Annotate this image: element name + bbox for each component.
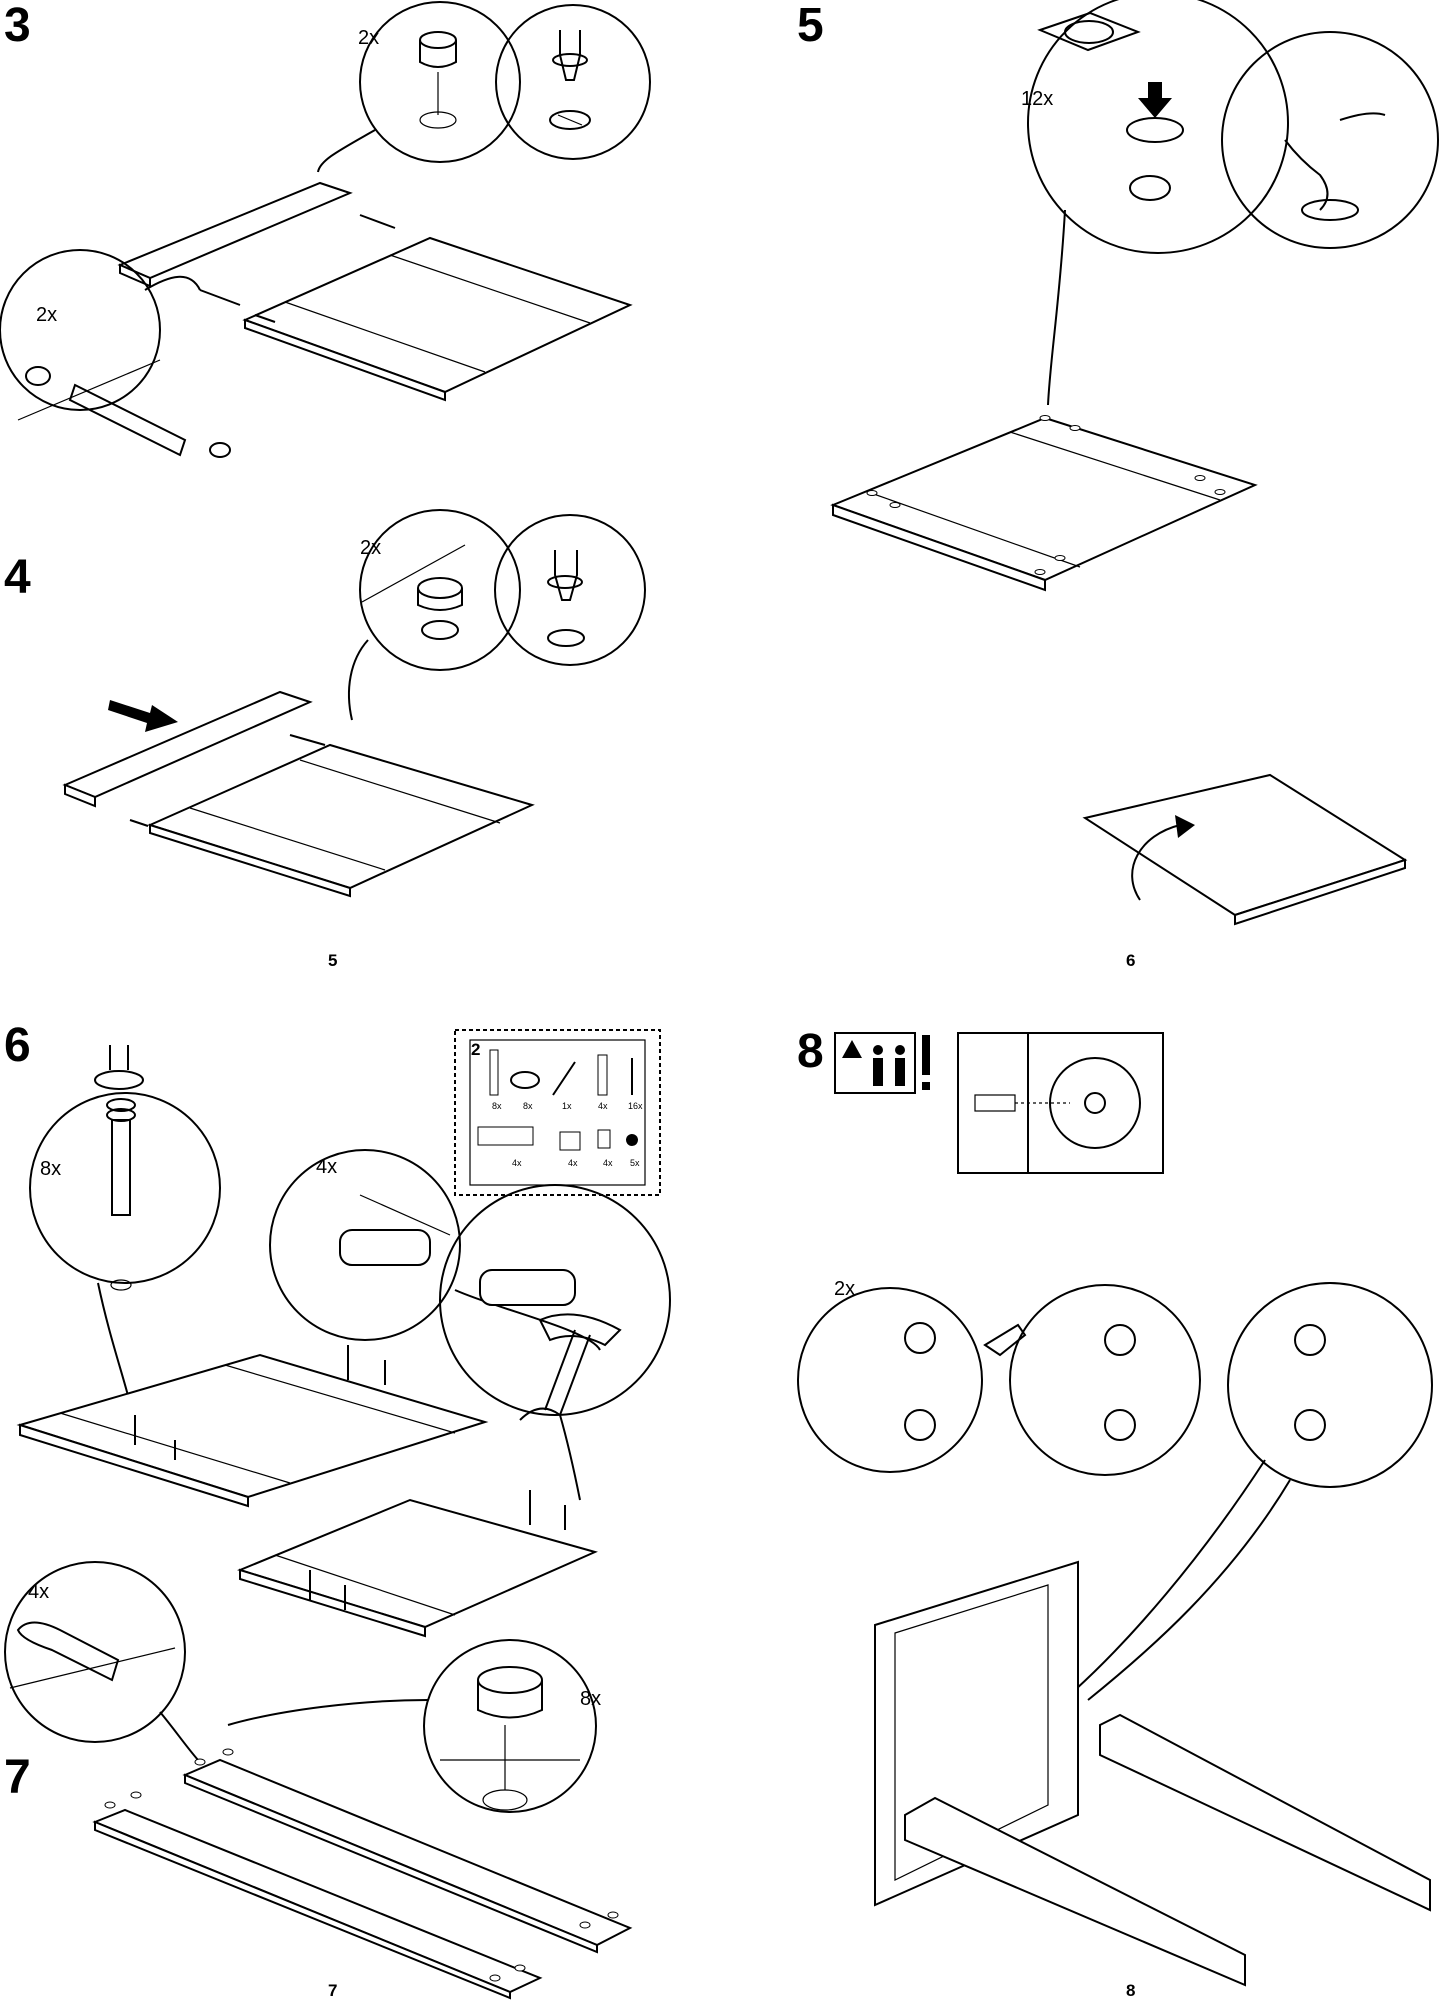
qty-step3-bolt: 2x xyxy=(36,304,58,326)
detail-box xyxy=(957,1032,1164,1174)
parts-kit-label: 2 xyxy=(471,1040,481,1059)
step7-rail-upper xyxy=(182,1758,633,1947)
cam-lock-icon xyxy=(417,577,463,640)
hand-icon xyxy=(1284,112,1386,221)
qty-step6-dowels: 8x xyxy=(40,1158,62,1180)
zoom-circle-bolt-8b xyxy=(1009,1284,1201,1476)
hand-icon xyxy=(983,1323,1027,1357)
step-number-6: 6 xyxy=(4,1019,31,1072)
zoom-circle-camlock-4 xyxy=(359,509,521,671)
pad-sheet xyxy=(1037,11,1141,52)
page-number-5: 5 xyxy=(328,951,338,970)
zoom-circle-bolt-8a xyxy=(797,1287,983,1473)
qty-step8-bolts: 2x xyxy=(834,1278,856,1300)
zoom-circle-bolt xyxy=(0,249,161,411)
step8-illustration xyxy=(797,1032,1433,1987)
kit-count-4: 4x xyxy=(598,1101,608,1111)
step5-flipped-board xyxy=(1082,773,1408,917)
kit-count-3: 1x xyxy=(562,1101,572,1111)
arrow-icon xyxy=(108,700,178,732)
qty-step7-camlocks: 8x xyxy=(580,1688,602,1710)
qty-step3-camlock: 2x xyxy=(358,27,380,49)
step-number-7: 7 xyxy=(4,1751,31,1804)
zoom-circle-finger xyxy=(1221,31,1439,249)
step5-board xyxy=(830,416,1258,582)
step3-side-rail xyxy=(117,181,353,280)
cam-lock-icon xyxy=(904,1322,1326,1441)
kit-count-1: 8x xyxy=(492,1101,502,1111)
step3-panel xyxy=(242,236,633,394)
step7-illustration xyxy=(4,1561,633,2000)
dowel-icon xyxy=(17,359,231,458)
step-number-3: 3 xyxy=(4,0,31,52)
two-person-warning-icon xyxy=(834,1032,916,1094)
zoom-circle-dowel xyxy=(29,1092,221,1284)
step6-bottom-panel xyxy=(237,1498,598,1629)
zoom-circle-screwdriver-4 xyxy=(494,514,646,666)
page-number-7: 7 xyxy=(328,1981,338,2000)
step-number-4: 4 xyxy=(4,551,31,604)
step-number-8: 8 xyxy=(797,1025,824,1078)
step3-illustration xyxy=(0,1,651,458)
kit-count-2: 8x xyxy=(523,1101,533,1111)
step6-top-panel xyxy=(16,1353,489,1499)
step4-panel xyxy=(147,743,535,890)
kit-count-7: 4x xyxy=(568,1158,578,1168)
connector-icon xyxy=(339,1229,431,1266)
step6-illustration xyxy=(16,1029,671,1638)
zoom-circle-screwdriver xyxy=(495,4,651,160)
zoom-circle-camlock xyxy=(359,1,521,163)
screwdriver-icon xyxy=(547,550,585,647)
dowel-icon xyxy=(16,1621,120,1682)
page-number-6: 6 xyxy=(1126,951,1136,970)
cam-lock-icon xyxy=(440,1666,580,1811)
step-number-5: 5 xyxy=(797,0,824,52)
zoom-circle-camlock-7 xyxy=(423,1639,597,1813)
rotate-arrow-icon xyxy=(1131,824,1181,901)
kit-count-9: 5x xyxy=(630,1158,640,1168)
zoom-circle-hammer xyxy=(439,1184,671,1416)
hammer-icon xyxy=(519,1313,622,1501)
step4-illustration xyxy=(62,509,646,898)
step8-rail-left xyxy=(904,1796,1246,1987)
zoom-circle-bolt-8c xyxy=(1227,1282,1433,1488)
page-number-8: 8 xyxy=(1126,1981,1136,2000)
arrow-icon xyxy=(1138,82,1172,118)
step5-illustration xyxy=(830,0,1439,926)
parts-kit-box xyxy=(454,1029,661,1196)
screwdriver-icon xyxy=(94,1045,144,1090)
kit-count-8: 4x xyxy=(603,1158,613,1168)
kit-count-6: 4x xyxy=(512,1158,522,1168)
dowel-icon xyxy=(111,1119,131,1216)
cam-lock-icon xyxy=(419,31,457,129)
step8-rail-right xyxy=(1099,1713,1431,1912)
zoom-circle-connector xyxy=(269,1149,461,1341)
screwdriver-icon xyxy=(549,30,591,130)
kit-count-5: 16x xyxy=(628,1101,643,1111)
zoom-circle-pads xyxy=(1027,0,1289,254)
zoom-circle-dowel-7 xyxy=(4,1561,186,1743)
